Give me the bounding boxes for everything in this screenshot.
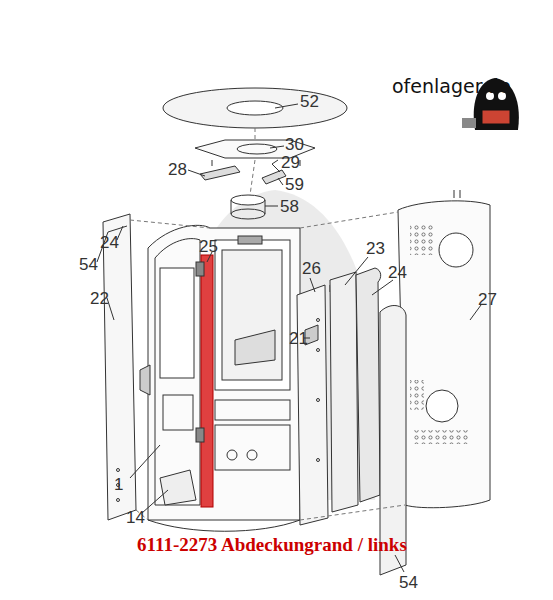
callout-number: 24 (100, 234, 119, 251)
side-panel (330, 272, 358, 512)
caption: 6111-2273 Abdeckungrand / links (137, 535, 407, 554)
bracket (200, 166, 240, 180)
callout-number: 27 (478, 291, 497, 308)
callout-number: 23 (366, 240, 385, 257)
callout-number: 24 (388, 264, 407, 281)
callout-number: 22 (90, 290, 109, 307)
leader-line (97, 104, 481, 572)
ash-door (160, 470, 196, 505)
callout-number: 21 (289, 330, 308, 347)
logo-text: ofenlager.de (392, 77, 511, 96)
top-plate (163, 88, 347, 128)
assembly-line (130, 128, 405, 520)
flue-collar (231, 195, 265, 219)
side-panel (297, 285, 328, 525)
callout-number: 54 (79, 256, 98, 273)
callout-number: 30 (285, 136, 304, 153)
side-panel-left (103, 214, 136, 520)
callout-number: 1 (114, 476, 123, 493)
callout-number: 29 (281, 154, 300, 171)
callout-number: 54 (399, 574, 418, 591)
highlight-part (201, 255, 213, 507)
callout-number: 58 (280, 198, 299, 215)
stove-body (140, 225, 300, 531)
callout-number: 26 (302, 260, 321, 277)
callout-number: 52 (300, 93, 319, 110)
callout-number: 25 (199, 238, 218, 255)
callout-number: 14 (126, 509, 145, 526)
side-cover (398, 201, 490, 508)
callout-number: 28 (168, 161, 187, 178)
callout-number: 59 (285, 176, 304, 193)
side-edge (356, 268, 381, 502)
bracket (262, 170, 286, 184)
